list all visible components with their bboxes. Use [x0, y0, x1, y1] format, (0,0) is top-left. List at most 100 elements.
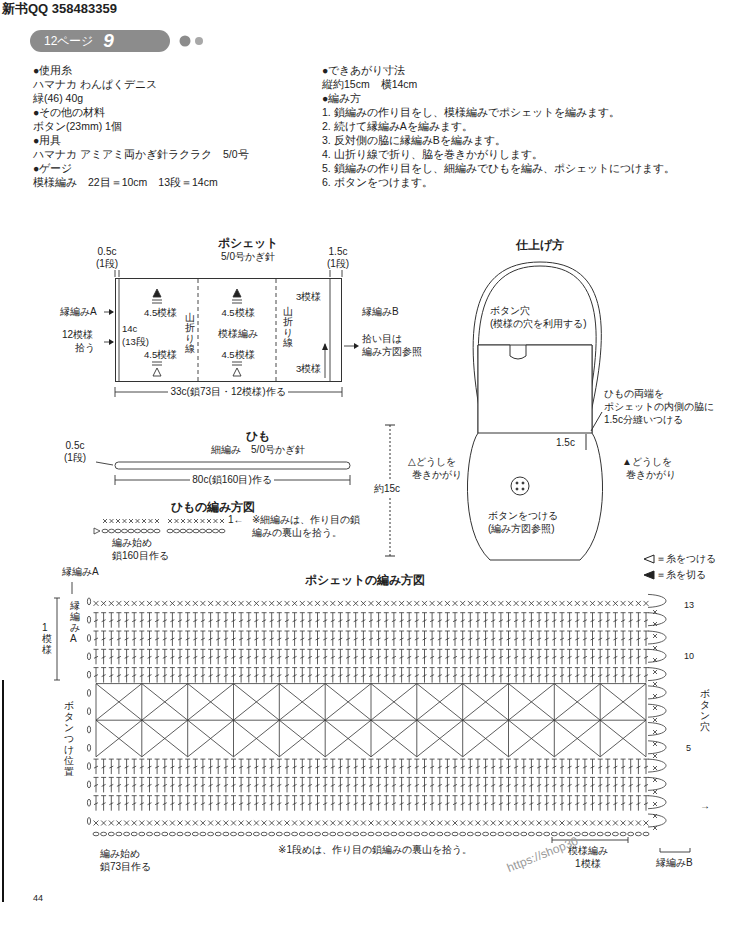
label-text: 33c(鎖73目・12模様)作る [168, 386, 287, 399]
finished-bag [385, 262, 603, 560]
label-text: ボタン(23mm) 1個 [33, 120, 122, 133]
arrow-head [109, 309, 114, 315]
label-text: 0.5c [66, 440, 85, 453]
label-text: ハマナカ わんぱくデニス [33, 78, 157, 91]
arrow-head [322, 343, 328, 350]
legend-symbol [642, 570, 656, 580]
edging-b-stitches [653, 610, 657, 830]
label-text: 鎖73目作る [100, 861, 151, 874]
label-text: 1.5c分縫いつける [604, 414, 683, 427]
label-text: 4. 山折り線で折り、脇を巻きかがりします。 [322, 148, 543, 161]
bracket-tick [690, 848, 691, 852]
label-text: 細編み 5/0号かぎ針 [211, 444, 305, 457]
label-text: 1← [228, 514, 244, 527]
page-ref: 12ページ [44, 33, 93, 50]
equal-mark [232, 362, 242, 363]
label-text: ポシェットの編み方図 [305, 573, 425, 587]
legend-text: ＝糸をつける [656, 552, 716, 566]
label-text: 5/0号かぎ針 [221, 251, 275, 264]
label-text: 拾う [75, 342, 95, 355]
label-text: ひも [246, 429, 270, 443]
header-dot [180, 36, 191, 47]
schematic-label: (13段) [122, 336, 149, 348]
foundation-chain [93, 832, 649, 836]
label-text: ひもの両端を [604, 388, 664, 401]
bracket-tick [54, 598, 60, 599]
legend-triangle [644, 571, 654, 579]
double-crochet-row [94, 796, 649, 811]
label-text: 新书QQ 358483359 [2, 1, 117, 17]
label-text: 拾い目は [362, 333, 402, 346]
single-crochet-row [94, 821, 649, 826]
label-text: ●ゲージ [33, 162, 72, 175]
schematic-label: 4.5模様 [144, 307, 177, 319]
legend-triangle [644, 555, 654, 563]
label-text: 1模様 [575, 858, 601, 871]
label-text: 1. 鎖編みの作り目をし、模様編みでポシェットを編みます。 [322, 106, 620, 119]
label-text: △どうしを [408, 456, 456, 469]
bracket-tick [54, 680, 60, 681]
label-text: 巻きかがり [626, 469, 676, 482]
label-text: ボタン穴 [700, 688, 710, 732]
label-text: 縁編みB [656, 857, 693, 870]
bracket-line [57, 598, 58, 680]
leader-line [344, 346, 354, 347]
label-text: 6. ボタンをつけます。 [322, 176, 433, 189]
schematic-label: 4.5模様 [221, 307, 254, 319]
label-text: ●編み方 [322, 92, 361, 105]
schematic-label: 山折り線 [185, 313, 195, 355]
label-text: ●その他の材料 [33, 106, 105, 119]
strap-chain [102, 529, 225, 533]
double-crochet-row [94, 759, 649, 774]
label-text: ※1段めは、作り目の鎖編みの裏山を拾う。 [278, 844, 472, 857]
label-text: 5 [686, 743, 691, 754]
edge-loops [87, 594, 666, 827]
label-text: 巻きかがり [412, 469, 462, 482]
bracket-line [660, 852, 690, 853]
double-crochet-row [94, 613, 649, 628]
dimension-tick [115, 475, 116, 485]
label-text: (1段) [327, 258, 349, 271]
match-triangle [153, 289, 161, 297]
dimension-line [390, 498, 391, 556]
margin-bar [2, 680, 4, 902]
label-text: 縁編みA [70, 600, 80, 644]
stitch-chart [87, 519, 666, 836]
match-triangle [233, 289, 241, 297]
dimension-tick [385, 425, 395, 426]
dimension-tick [330, 270, 331, 277]
label-text: 縁編みA [62, 566, 99, 579]
label-text: ポシェットの内側の脇に [604, 401, 714, 414]
equal-mark [152, 362, 162, 363]
schematic-label: 4.5模様 [144, 349, 177, 361]
label-text: 編み方図参照 [362, 346, 422, 359]
label-text: 模様編み 22目＝10cm 13段＝14cm [33, 176, 218, 189]
legend-symbol [642, 554, 656, 564]
strap-strip [115, 462, 350, 469]
dimension-tick [342, 270, 343, 277]
label-text: 編み始め [112, 537, 152, 550]
schematic-label: 4.5模様 [221, 349, 254, 361]
double-crochet-row [94, 649, 649, 664]
button-hole [522, 482, 524, 484]
arrow-head [354, 343, 359, 349]
label-text: 縦約15cm 横14cm [322, 78, 417, 91]
button-hole [516, 482, 518, 484]
label-text: 13 [684, 600, 694, 611]
dimension-line [586, 434, 587, 450]
label-text: 44 [33, 893, 43, 904]
label-text: ボタン穴 [490, 305, 530, 318]
label-text: 鎖160目作る [112, 550, 169, 563]
label-text: 2. 続けて縁編みAを編みます。 [322, 120, 473, 133]
label-text: 約15c [372, 483, 402, 496]
equal-mark [232, 303, 242, 304]
fold-line [198, 279, 199, 381]
pochette-schematic: 4.5模様4.5模様4.5模様模様編み4.5模様山折り線山折り線3模様3模様14… [115, 278, 342, 382]
label-text: → [700, 800, 710, 813]
legend-text: ＝糸を切る [656, 568, 706, 582]
label-text: 縁編みB [362, 306, 399, 319]
label-text: 12模様 [62, 329, 93, 342]
equal-mark [232, 365, 242, 366]
crossed-stitch-band [96, 720, 646, 757]
schematic-label: 山折り線 [283, 307, 293, 349]
